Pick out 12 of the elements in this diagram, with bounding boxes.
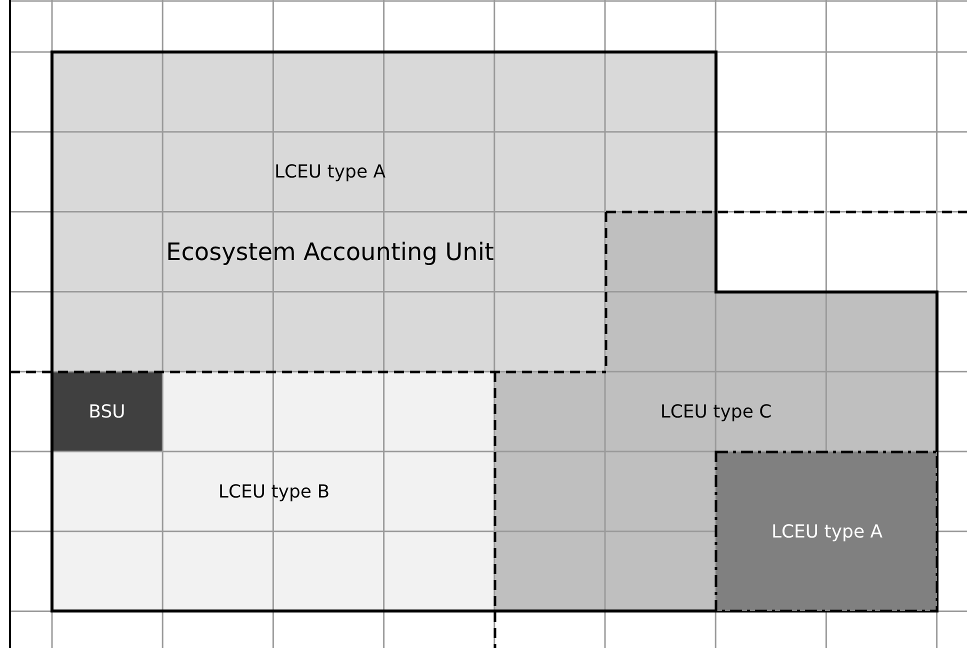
region-label: LCEU type A [274, 162, 386, 182]
region-label: LCEU type A [771, 522, 883, 542]
land-cover-region [52, 372, 495, 611]
land-cover-region [495, 212, 937, 611]
region-label: BSU [88, 402, 126, 422]
accounting-unit-outline [52, 52, 937, 611]
region-label: Ecosystem Accounting Unit [166, 238, 494, 266]
land-cover-region [716, 452, 937, 611]
region-label: LCEU type B [218, 482, 330, 502]
basic-spatial-unit-cell [52, 372, 163, 452]
land-cover-region [52, 52, 716, 212]
region-label: LCEU type C [660, 402, 772, 422]
